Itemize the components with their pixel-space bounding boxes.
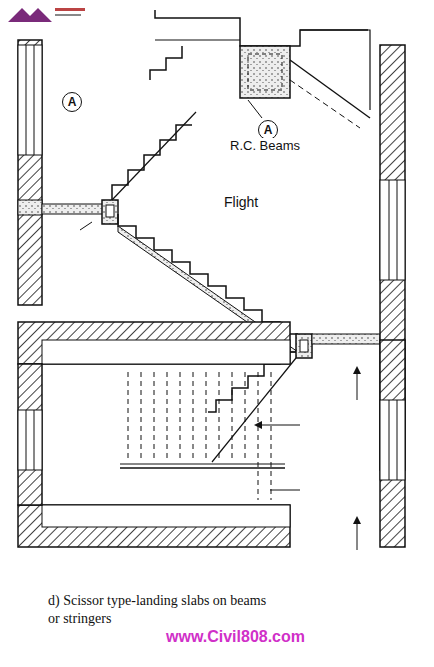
- tread-line: [206, 372, 207, 462]
- watermark: www.Civil808.com: [166, 628, 305, 646]
- tread-line: [245, 372, 246, 462]
- part-label: R.C. Beams: [228, 138, 302, 153]
- callout-circle: A: [62, 92, 82, 112]
- figure-caption: d) Scissor type-landing slabs on beams o…: [48, 592, 268, 628]
- callout-letter: A: [264, 123, 273, 137]
- tread-line: [193, 372, 194, 462]
- tread-line: [271, 372, 272, 500]
- tread-line: [141, 372, 142, 462]
- tread-line: [154, 372, 155, 462]
- tread-line: [219, 372, 220, 462]
- tread-line: [232, 372, 233, 462]
- tread-line: [180, 372, 181, 462]
- tread-line: [167, 372, 168, 462]
- tread-line: [128, 372, 129, 462]
- callout-letter: A: [68, 95, 77, 109]
- tread-line: [258, 372, 259, 500]
- part-label: Flight: [222, 194, 260, 210]
- callout-circle: A: [258, 120, 278, 140]
